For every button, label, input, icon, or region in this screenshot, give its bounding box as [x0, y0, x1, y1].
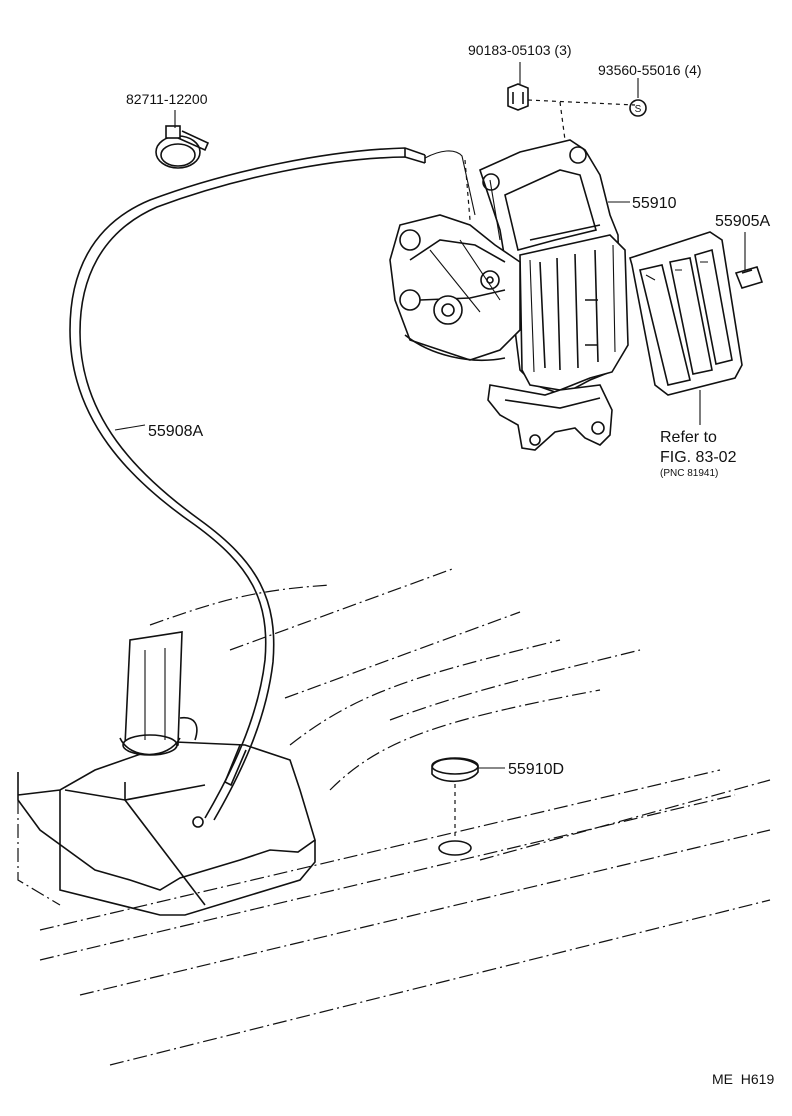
refer-line-1: Refer to	[660, 429, 717, 446]
refer-line-2: FIG. 83-02	[660, 449, 737, 466]
floor-box	[17, 631, 316, 916]
figure-code: ME H619	[712, 1071, 774, 1087]
refer-line-3: (PNC 81941)	[660, 468, 718, 479]
callout-knob: 55905A	[715, 213, 770, 230]
clip-part	[507, 83, 529, 111]
callout-plug: 55910D	[508, 761, 564, 778]
callout-cable: 55908A	[148, 423, 203, 440]
callout-screw: 93560-55016 (4)	[598, 62, 702, 78]
callout-control-assembly: 55910	[632, 195, 677, 212]
callout-clamp: 82711-12200	[126, 91, 208, 107]
leader-lines	[114, 62, 746, 769]
callout-clip: 90183-05103 (3)	[468, 42, 572, 58]
indicator-plate	[629, 231, 743, 396]
callouts: 90183-05103 (3) 93560-55016 (4) 82711-12…	[126, 42, 770, 778]
knob-part	[734, 266, 764, 289]
screw-part: S	[629, 99, 647, 117]
body-phantom-lines	[39, 567, 771, 1066]
hole-plug	[431, 757, 479, 856]
cable-clamp	[155, 125, 210, 169]
screw-symbol: S	[635, 104, 642, 115]
release-cable	[69, 147, 476, 828]
control-assembly	[389, 98, 636, 451]
